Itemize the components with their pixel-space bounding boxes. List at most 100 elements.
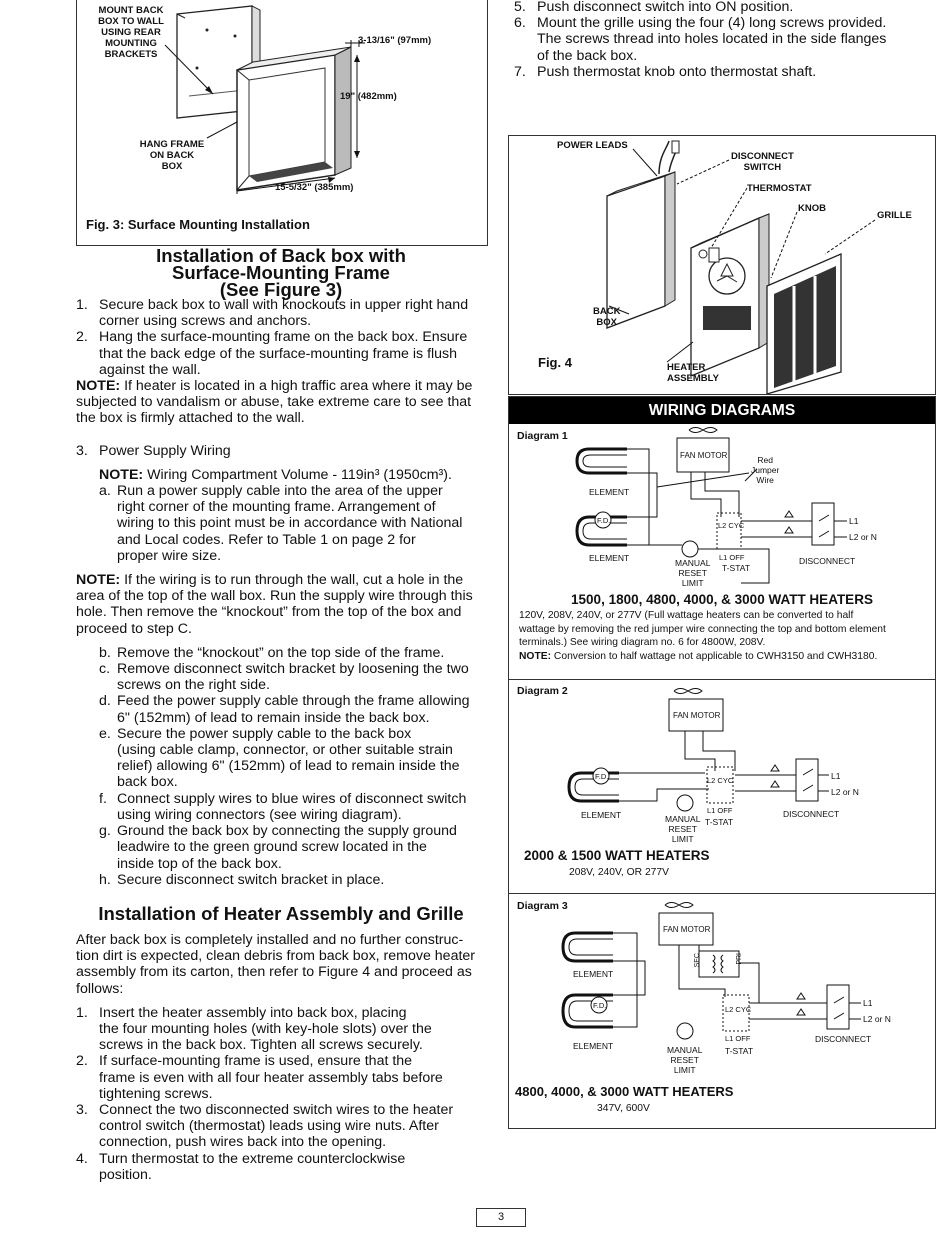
label-l1off: L1 OFF — [725, 1034, 751, 1043]
diagram-3-schematic — [561, 902, 861, 1040]
list-item: 5.Push disconnect switch into ON positio… — [514, 0, 794, 15]
label-tstat: T-STAT — [725, 1046, 754, 1056]
label-l1off: L1 OFF — [719, 553, 745, 562]
label-l1: L1 — [863, 998, 873, 1008]
figure-3: MOUNT BACK BOX TO WALL USING REAR MOUNTI… — [76, 0, 488, 246]
label-element-top: ELEMENT — [589, 487, 630, 497]
note-wiring-volume: NOTE: Wiring Compartment Volume - 119in³… — [99, 466, 452, 483]
right-column-steps: 5.Push disconnect switch into ON positio… — [514, 0, 934, 80]
section-back-box-body: 1. Secure back box to wall with knockout… — [76, 297, 488, 888]
label-power-leads: POWER LEADS — [557, 140, 628, 151]
label-thermostat: THERMOSTAT — [747, 183, 812, 194]
label-l2cyc: L2 CYC — [725, 1005, 752, 1014]
list-item: 7.Push thermostat knob onto thermostat s… — [514, 63, 817, 80]
list-item: 2.If surface-mounting frame is used, ens… — [76, 1053, 443, 1102]
diagram-2: Diagram 2 FAN MOTOR F.D. ELEMENT L — [509, 679, 935, 894]
list-item: d.Feed the power supply cable through th… — [99, 693, 470, 726]
label-sec: SEC — [694, 953, 701, 968]
label-fd: F.D. — [597, 516, 611, 525]
label-disconnect: DISCONNECT — [783, 809, 840, 819]
back-box-steps: 1. Secure back box to wall with knockout… — [76, 297, 488, 378]
diagram-2-voltage: 208V, 240V, OR 277V — [569, 867, 670, 878]
label-element-top: ELEMENT — [573, 969, 614, 979]
diagram-1-label: Diagram 1 — [517, 430, 568, 442]
heater-steps: 1.Insert the heater assembly into back b… — [76, 1005, 488, 1183]
list-item: a. Run a power supply cable into the are… — [99, 483, 463, 564]
wiring-diagrams-panel: WIRING DIAGRAMS Diagram 1 — [508, 396, 936, 1129]
list-item: g.Ground the back box by connecting the … — [99, 823, 457, 872]
list-item: e.Secure the power supply cable to the b… — [99, 725, 460, 791]
list-item: 1.Insert the heater assembly into back b… — [76, 1004, 432, 1054]
diagram-2-title: 2000 & 1500 WATT HEATERS — [524, 848, 710, 863]
dimension-width: 15-5/32" (385mm) — [275, 182, 354, 193]
label-element: ELEMENT — [581, 810, 622, 820]
label-l2n: L2 or N — [863, 1014, 891, 1024]
label-pri: PRI — [736, 953, 743, 965]
diagram-2-schematic — [567, 688, 829, 812]
label-disconnect: DISCONNECT — [815, 1034, 872, 1044]
label-fan-motor: FAN MOTOR — [673, 711, 721, 720]
label-tstat: T-STAT — [722, 563, 751, 573]
label-grille: GRILLE — [877, 210, 912, 221]
heater-intro: After back box is completely installed a… — [76, 932, 476, 997]
label-l2cyc: L2 CYC — [707, 776, 734, 785]
diagram-3-label: Diagram 3 — [517, 900, 568, 912]
figure-3-illustration — [164, 5, 365, 194]
dimension-height: 19" (482mm) — [340, 91, 397, 102]
label-l2n: L2 or N — [849, 532, 877, 542]
list-item: 1. Secure back box to wall with knockout… — [76, 297, 469, 330]
label-l1off: L1 OFF — [707, 806, 733, 815]
label-knob: KNOB — [798, 203, 826, 214]
diagram-1: Diagram 1 — [509, 425, 935, 680]
callout-hang-frame: HANG FRAME ON BACK BOX — [139, 139, 205, 172]
diagram-1-schematic — [575, 427, 847, 584]
list-item: 3.Power Supply Wiring — [76, 442, 231, 459]
diagram-3-voltage: 347V, 600V — [597, 1103, 650, 1114]
figure-3-caption: Fig. 3: Surface Mounting Installation — [86, 217, 310, 232]
list-item: c.Remove disconnect switch bracket by lo… — [99, 661, 469, 694]
list-item: 4.Turn thermostat to the extreme counter… — [76, 1150, 406, 1183]
list-item: 6.Mount the grille using the four (4) lo… — [514, 15, 887, 64]
power-supply-substeps: b.Remove the “knockout” on the top side … — [76, 645, 488, 888]
note-vandalism: NOTE: If heater is located in a high tra… — [76, 378, 473, 427]
label-element-bottom: ELEMENT — [589, 553, 630, 563]
list-item: 2. Hang the surface-mounting frame on th… — [76, 329, 468, 378]
list-item: f.Connect supply wires to blue wires of … — [99, 790, 467, 823]
diagram-2-label: Diagram 2 — [517, 685, 568, 697]
section-heater-assembly-body: After back box is completely installed a… — [76, 932, 488, 1183]
label-fan-motor: FAN MOTOR — [663, 925, 711, 934]
section-back-box-title: Installation of Back box with Surface-Mo… — [156, 245, 406, 300]
list-item: b.Remove the “knockout” on the top side … — [99, 644, 445, 661]
dimension-depth: 3-13/16" (97mm) — [358, 35, 432, 46]
diagram-3-title: 4800, 4000, & 3000 WATT HEATERS — [515, 1084, 734, 1099]
diagram-1-title: 1500, 1800, 4800, 4000, & 3000 WATT HEAT… — [571, 592, 873, 607]
diagram-3: Diagram 3 — [509, 893, 935, 1127]
page-number: 3 — [476, 1208, 526, 1227]
label-l2cyc: L2 CYC — [718, 521, 745, 530]
label-fd: F.D. — [593, 1001, 607, 1010]
list-item: h.Secure disconnect switch bracket in pl… — [99, 871, 385, 888]
label-fd: F.D. — [595, 772, 609, 781]
wiring-diagrams-header: WIRING DIAGRAMS — [509, 397, 935, 424]
label-l2n: L2 or N — [831, 787, 859, 797]
note-through-wall: NOTE: If the wiring is to run through th… — [76, 572, 473, 637]
label-fan-motor: FAN MOTOR — [680, 451, 728, 460]
label-disconnect: DISCONNECT — [799, 556, 856, 566]
label-element-bottom: ELEMENT — [573, 1041, 614, 1051]
section-heater-assembly-title: Installation of Heater Assembly and Gril… — [98, 903, 464, 924]
figure-4-illustration — [606, 140, 876, 394]
label-tstat: T-STAT — [705, 817, 734, 827]
label-l1: L1 — [831, 771, 841, 781]
list-item: 3.Connect the two disconnected switch wi… — [76, 1102, 454, 1151]
diagram-1-description: 120V, 208V, 240V, or 277V (Full wattage … — [519, 610, 886, 662]
figure-4-caption: Fig. 4 — [538, 355, 572, 370]
label-l1: L1 — [849, 516, 859, 526]
